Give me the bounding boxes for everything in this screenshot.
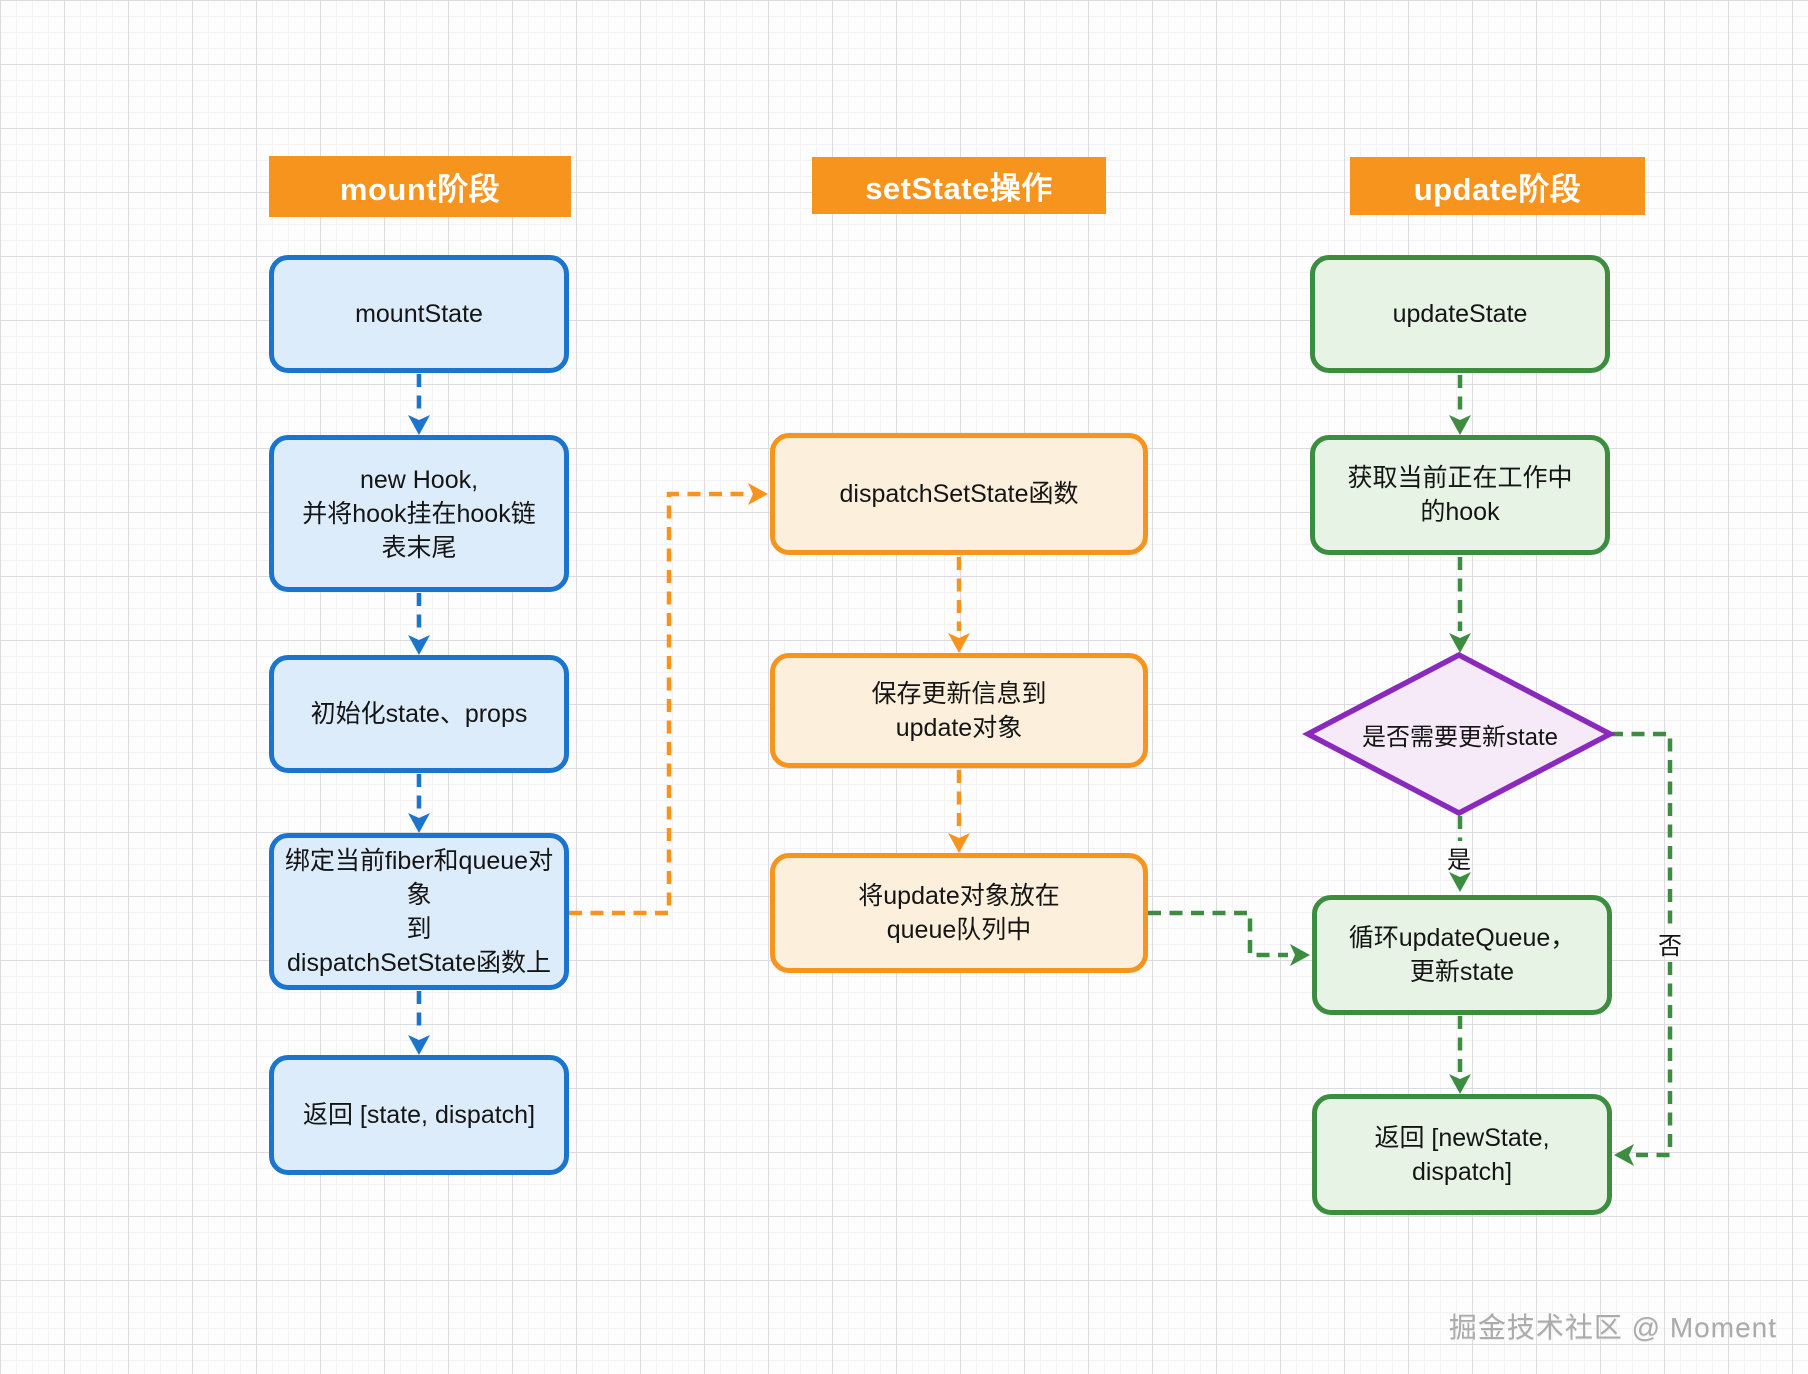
branch-label-no: 否 [1658,932,1682,960]
connector-m4-s1 [569,491,746,916]
arrowhead-s2-s3 [948,833,970,853]
arrowhead-s1-s2 [948,633,970,653]
node-mountstate: mountState [269,255,569,373]
node-dispatchsetstate: dispatchSetState函数 [770,433,1148,555]
arrowhead-m4-m5 [408,1035,430,1055]
column-header-update: update阶段 [1350,157,1645,215]
arrowhead-u1-u2 [1449,415,1471,435]
node-put-update-in-queue: 将update对象放在 queue队列中 [770,853,1148,973]
node-bind-fiber-queue: 绑定当前fiber和queue对象 到 dispatchSetState函数上 [269,833,569,990]
node-return-state-dispatch: 返回 [state, dispatch] [269,1055,569,1175]
arrowhead-diamond-u3 [1449,872,1471,892]
node-loop-updatequeue: 循环updateQueue， 更新state [1312,895,1612,1015]
arrowhead-u2-diamond [1449,633,1471,653]
decision-diamond-label: 是否需要更新state [1361,723,1559,751]
decision-diamond [1302,651,1616,817]
connector-no-bottom [1636,962,1673,1158]
arrowhead-m3-m4 [408,813,430,833]
branch-label-yes: 是 [1447,846,1471,874]
arrowhead-s3-u3 [1290,944,1310,966]
node-init-state-props: 初始化state、props [269,655,569,773]
arrowhead-m4-s1 [748,483,768,505]
watermark-text: 掘金技术社区 @ Moment [1448,1312,1777,1343]
connector-no-top [1610,731,1673,925]
node-get-working-hook: 获取当前正在工作中 的hook [1310,435,1610,555]
node-return-newstate-dispatch: 返回 [newState, dispatch] [1312,1094,1612,1215]
arrowhead-m2-m3 [408,635,430,655]
arrowhead-no-u4 [1614,1144,1634,1166]
node-new-hook: new Hook, 并将hook挂在hook链 表末尾 [269,435,569,592]
node-updatestate: updateState [1310,255,1610,373]
arrowhead-u3-u4 [1449,1074,1471,1094]
node-save-update-info: 保存更新信息到 update对象 [770,653,1148,768]
column-header-mount: mount阶段 [269,156,571,217]
arrowhead-m1-m2 [408,415,430,435]
connector-s3-u3 [1148,910,1288,958]
column-header-setstate: setState操作 [812,157,1106,214]
